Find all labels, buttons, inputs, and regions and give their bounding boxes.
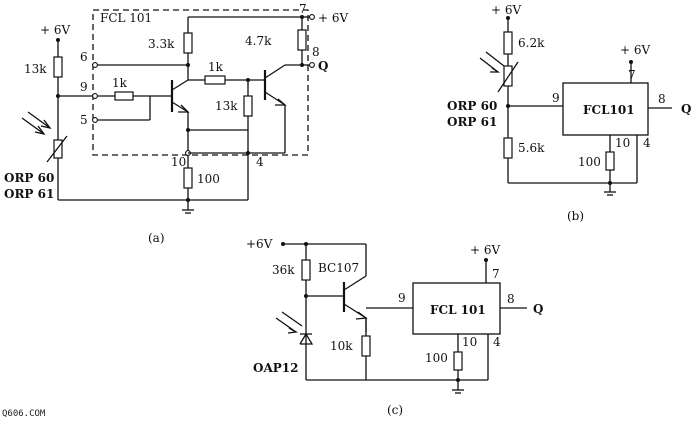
chip-label-c: FCL 101 [430, 303, 486, 317]
pin-4-label-b: 4 [643, 136, 651, 150]
transistor-label-c: BC107 [318, 261, 359, 275]
pin-7-label-c: 7 [492, 267, 500, 281]
resistor-100-b [605, 151, 615, 171]
resistor-1k-mid [204, 75, 226, 85]
pin-10-label-a: 10 [171, 155, 186, 169]
vcc-label-c-left: +6V [246, 237, 273, 251]
pin-8-label-a: 8 [312, 45, 320, 59]
r-bottom-label-b: 5.6k [518, 141, 545, 155]
sensor-label-b-1: ORP 60 [447, 99, 497, 113]
resistor-10k [361, 335, 371, 357]
chip-label-a: FCL 101 [100, 11, 152, 25]
output-label-b: Q [681, 102, 691, 116]
pin-10-label-c: 10 [462, 335, 477, 349]
r-top-label-b: 6.2k [518, 36, 545, 50]
output-label-c: Q [533, 302, 543, 316]
caption-a: (a) [148, 231, 165, 245]
resistor-6.2k [503, 31, 513, 55]
pin-7-label-a: 7 [299, 2, 307, 16]
resistor-3.3k [183, 32, 193, 54]
pin-8-label-c: 8 [507, 292, 515, 306]
resistor-100-a [183, 167, 193, 189]
r-collector-label-a: 3.3k [148, 37, 175, 51]
circuit-c: +6V + 6V BC107 36k 10k 100 FCL 101 9 7 8… [246, 237, 543, 417]
resistor-36k [301, 259, 311, 281]
vcc-label-b-chip: + 6V [620, 43, 651, 57]
vcc-label-b-top: + 6V [491, 3, 522, 17]
r-supply-label-a: 13k [24, 62, 47, 76]
r-emitter-label-c: 10k [330, 339, 353, 353]
resistor-100-c [453, 351, 463, 371]
sensor-label-a-1: ORP 60 [4, 171, 54, 185]
resistor-13k-emitter [243, 95, 253, 117]
vcc-label-c-chip: + 6V [470, 243, 501, 257]
caption-b: (b) [567, 209, 584, 223]
photoresistor-a [53, 139, 63, 159]
transistor-2-a [263, 64, 287, 106]
pin-10-label-b: 10 [615, 136, 630, 150]
pin-4-label-c: 4 [493, 335, 501, 349]
r-input-label-a: 1k [112, 76, 128, 90]
pin-6-label-a: 6 [80, 50, 88, 64]
transistor-1-a [170, 79, 190, 113]
r-ground-label-a: 100 [197, 172, 220, 186]
r-base-label-c: 36k [272, 263, 295, 277]
chip-box-b [562, 82, 649, 136]
pin-8-label-b: 8 [658, 92, 666, 106]
pin-9-label-b: 9 [552, 91, 560, 105]
resistor-4.7k [297, 29, 307, 51]
resistor-5.6k [503, 137, 513, 159]
circuit-a: FCL 101 + 6V + 6V 13k 3.3k 4.7k 1k 1k 13… [4, 2, 349, 245]
photodiode-oap12 [275, 311, 314, 345]
circuit-b: + 6V + 6V 6.2k 5.6k 100 FCL101 9 7 8 10 … [447, 3, 691, 223]
pin-4-label-a: 4 [256, 155, 264, 169]
sensor-label-b-2: ORP 61 [447, 115, 497, 129]
r-ground-label-c: 100 [425, 351, 448, 365]
pin-9-label-a: 9 [80, 80, 88, 94]
resistor-13k-supply [53, 56, 63, 78]
chip-box-c [412, 282, 501, 335]
pin-9-label-c: 9 [398, 291, 406, 305]
vcc-label-a-right: + 6V [318, 11, 349, 25]
r-mid-label-a: 1k [208, 60, 224, 74]
sensor-label-a-2: ORP 61 [4, 187, 54, 201]
vcc-label-a-left: + 6V [40, 23, 71, 37]
transistor-bc107 [342, 275, 368, 320]
caption-c: (c) [387, 403, 403, 417]
r-ground-label-b: 100 [578, 155, 601, 169]
resistor-1k-input [114, 91, 134, 101]
r-emitter-label-a: 13k [215, 99, 238, 113]
chip-label-b: FCL101 [583, 103, 635, 117]
pin-7-label-b: 7 [628, 68, 636, 82]
watermark: Q606.COM [2, 409, 46, 419]
output-label-a: Q [318, 59, 328, 73]
r-output-label-a: 4.7k [245, 34, 272, 48]
sensor-label-c: OAP12 [253, 361, 299, 375]
pin-5-label-a: 5 [80, 113, 88, 127]
